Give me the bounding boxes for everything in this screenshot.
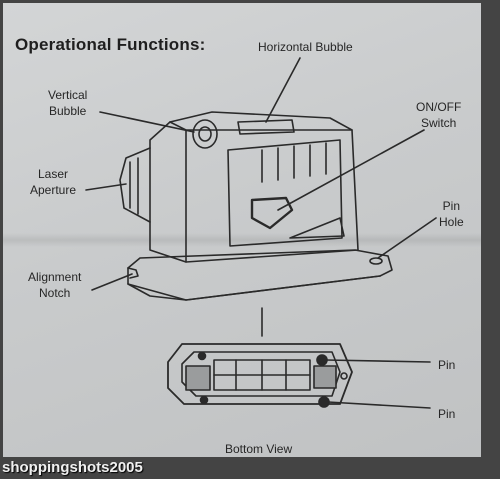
- leader-pin-bottom: [327, 401, 431, 409]
- screw-bottom-left: [199, 395, 209, 405]
- bottom-view-inner: [181, 351, 341, 397]
- page-title: Operational Functions:: [15, 35, 206, 54]
- vertical-bubble-inner: [198, 126, 212, 142]
- label-alignment-notch: Alignment Notch: [28, 270, 82, 300]
- leader-laser-aperture: [85, 183, 127, 191]
- on-off-switch-shape: [250, 196, 294, 230]
- horizontal-bubble-shape: [237, 119, 295, 135]
- bottom-view-outline: [167, 343, 353, 405]
- leader-on-off-switch: [277, 129, 425, 211]
- label-pin-top: Pin: [438, 358, 456, 372]
- leader-horizontal-bubble: [265, 57, 301, 123]
- label-vertical-bubble: Vertical Bubble: [48, 88, 88, 118]
- alignment-notch-shape: [127, 267, 139, 279]
- paper-fold: [3, 233, 481, 247]
- bottom-hatch-right: [313, 365, 337, 389]
- label-laser-aperture: Laser Aperture: [30, 167, 77, 197]
- leader-alignment-notch: [91, 273, 133, 291]
- body-side-panel: [227, 139, 343, 247]
- base-plate-edge: [127, 275, 381, 301]
- leader-vertical-bubble: [99, 111, 195, 133]
- label-pin-hole: Pin Hole: [439, 199, 464, 229]
- manual-page: Operational Functions: Horizontal Bubble…: [3, 3, 481, 457]
- label-bottom-view: Bottom View: [225, 442, 293, 456]
- watermark: shoppingshots2005: [2, 459, 143, 476]
- leader-pin-top: [325, 359, 431, 363]
- base-plate: [127, 249, 393, 301]
- label-on-off-switch: ON/OFF Switch: [416, 100, 462, 130]
- vertical-bubble-shape: [192, 119, 218, 149]
- leader-pin-hole: [377, 217, 437, 259]
- bottom-hatch-left: [185, 365, 211, 391]
- bottom-hole: [340, 372, 348, 380]
- screw-top-left: [197, 351, 207, 361]
- pin-hole-shape: [369, 257, 383, 265]
- side-cutout: [289, 217, 345, 239]
- aperture-housing: [119, 147, 151, 223]
- label-horizontal-bubble: Horizontal Bubble: [258, 40, 353, 54]
- label-pin-bottom: Pin: [438, 407, 456, 421]
